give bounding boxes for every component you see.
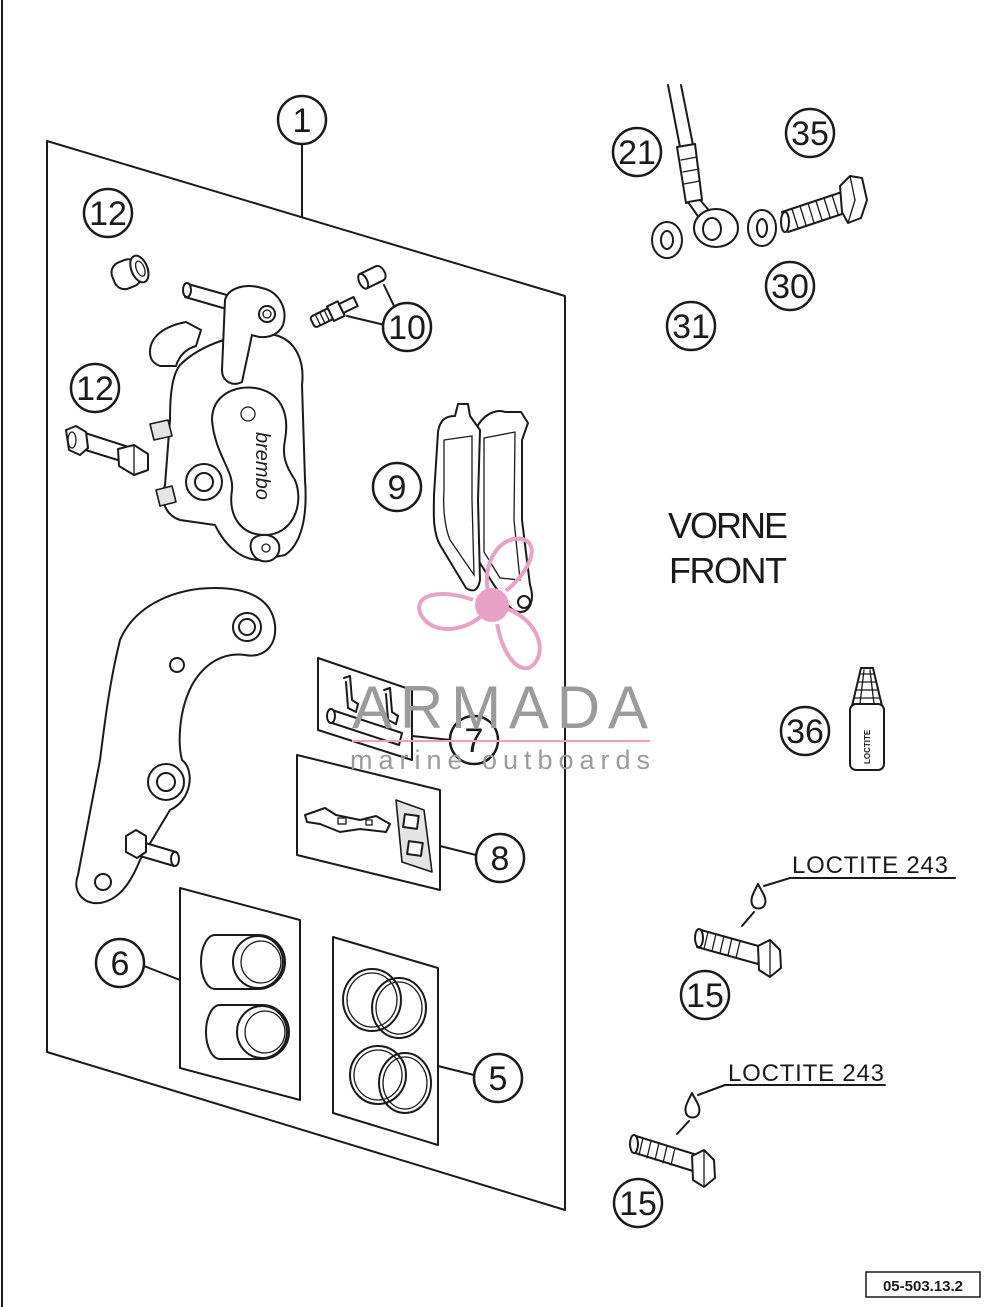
- direction-label-de: VORNE: [668, 505, 788, 546]
- callout-12-bolt: 12: [69, 362, 121, 414]
- brake-caliper: brembo: [149, 282, 307, 563]
- caliper-cap-part: [110, 254, 150, 291]
- callout-number: 15: [686, 977, 724, 1015]
- leader-5: [437, 1065, 475, 1076]
- banjo-bolt-part: [780, 175, 868, 233]
- callout-9: 9: [371, 461, 423, 513]
- bolt-15-bottom-part: [629, 1092, 716, 1188]
- leader-7: [411, 735, 452, 741]
- leader-loctite-top: [763, 877, 791, 887]
- washer-30-part: [747, 209, 777, 247]
- callout-15-top: 15: [679, 969, 731, 1021]
- callout-number: 35: [791, 115, 829, 153]
- callout-number: 12: [76, 370, 114, 408]
- loctite-bottle-part: LOCTITE: [849, 667, 885, 771]
- bolt-15-top-part: [694, 883, 782, 978]
- callout-number: 8: [491, 840, 510, 878]
- brake-hose-part: [667, 84, 739, 248]
- callout-12-cap: 12: [82, 187, 134, 239]
- callout-35: 35: [784, 107, 836, 159]
- callout-number: 36: [786, 713, 824, 751]
- callout-30: 30: [764, 260, 816, 312]
- callout-15-bottom: 15: [612, 1177, 664, 1229]
- bleeder-cap-part: [357, 264, 387, 290]
- caliper-brand-marking: brembo: [251, 432, 273, 500]
- callout-36: 36: [779, 705, 831, 757]
- watermark-brand: ARMADA: [352, 674, 648, 741]
- callout-5: 5: [472, 1052, 524, 1104]
- callout-number: 21: [618, 134, 656, 172]
- leader-10a: [346, 315, 386, 326]
- drawing-number: 05-503.13.2: [883, 1278, 963, 1295]
- callout-number: 9: [388, 469, 407, 507]
- watermark-tagline: marine outboards: [350, 745, 650, 775]
- bottle-label: LOCTITE: [863, 729, 872, 764]
- loctite-label-top: LOCTITE 243: [792, 852, 948, 879]
- loctite-label-bottom: LOCTITE 243: [728, 1060, 884, 1087]
- callout-number: 31: [672, 308, 710, 346]
- drawing-number-box: 05-503.13.2: [865, 1271, 981, 1298]
- leader-loctite-bottom: [697, 1084, 726, 1096]
- callout-number: 6: [111, 945, 130, 983]
- callout-number: 15: [619, 1185, 657, 1223]
- callout-31: 31: [665, 300, 717, 352]
- pin-and-clips-kit: [317, 657, 413, 761]
- caliper-bolt-part: [65, 425, 149, 476]
- leader-8: [439, 845, 477, 856]
- callout-number: 12: [89, 195, 127, 233]
- callout-10: 10: [381, 301, 433, 353]
- callout-1: 1: [276, 94, 328, 146]
- leader-6: [143, 965, 181, 981]
- callout-number: 5: [489, 1060, 508, 1098]
- propeller-logo-icon: [417, 536, 542, 671]
- callout-8: 8: [474, 832, 526, 884]
- callout-21: 21: [611, 126, 663, 178]
- leader-10b: [383, 284, 395, 307]
- callout-number: 30: [771, 268, 809, 306]
- bleeder-valve-part: [309, 295, 359, 328]
- direction-label-en: FRONT: [669, 550, 787, 591]
- seal-ring-kit: [332, 936, 439, 1146]
- callout-number: 1: [293, 102, 312, 140]
- piston-kit: [179, 887, 301, 1101]
- washer-31-part: [651, 221, 683, 259]
- spring-and-plate-kit: [296, 754, 441, 891]
- callout-number: 10: [388, 309, 426, 347]
- assembly-board: [46, 140, 566, 1211]
- callout-6: 6: [94, 937, 146, 989]
- caliper-bracket: [75, 587, 277, 905]
